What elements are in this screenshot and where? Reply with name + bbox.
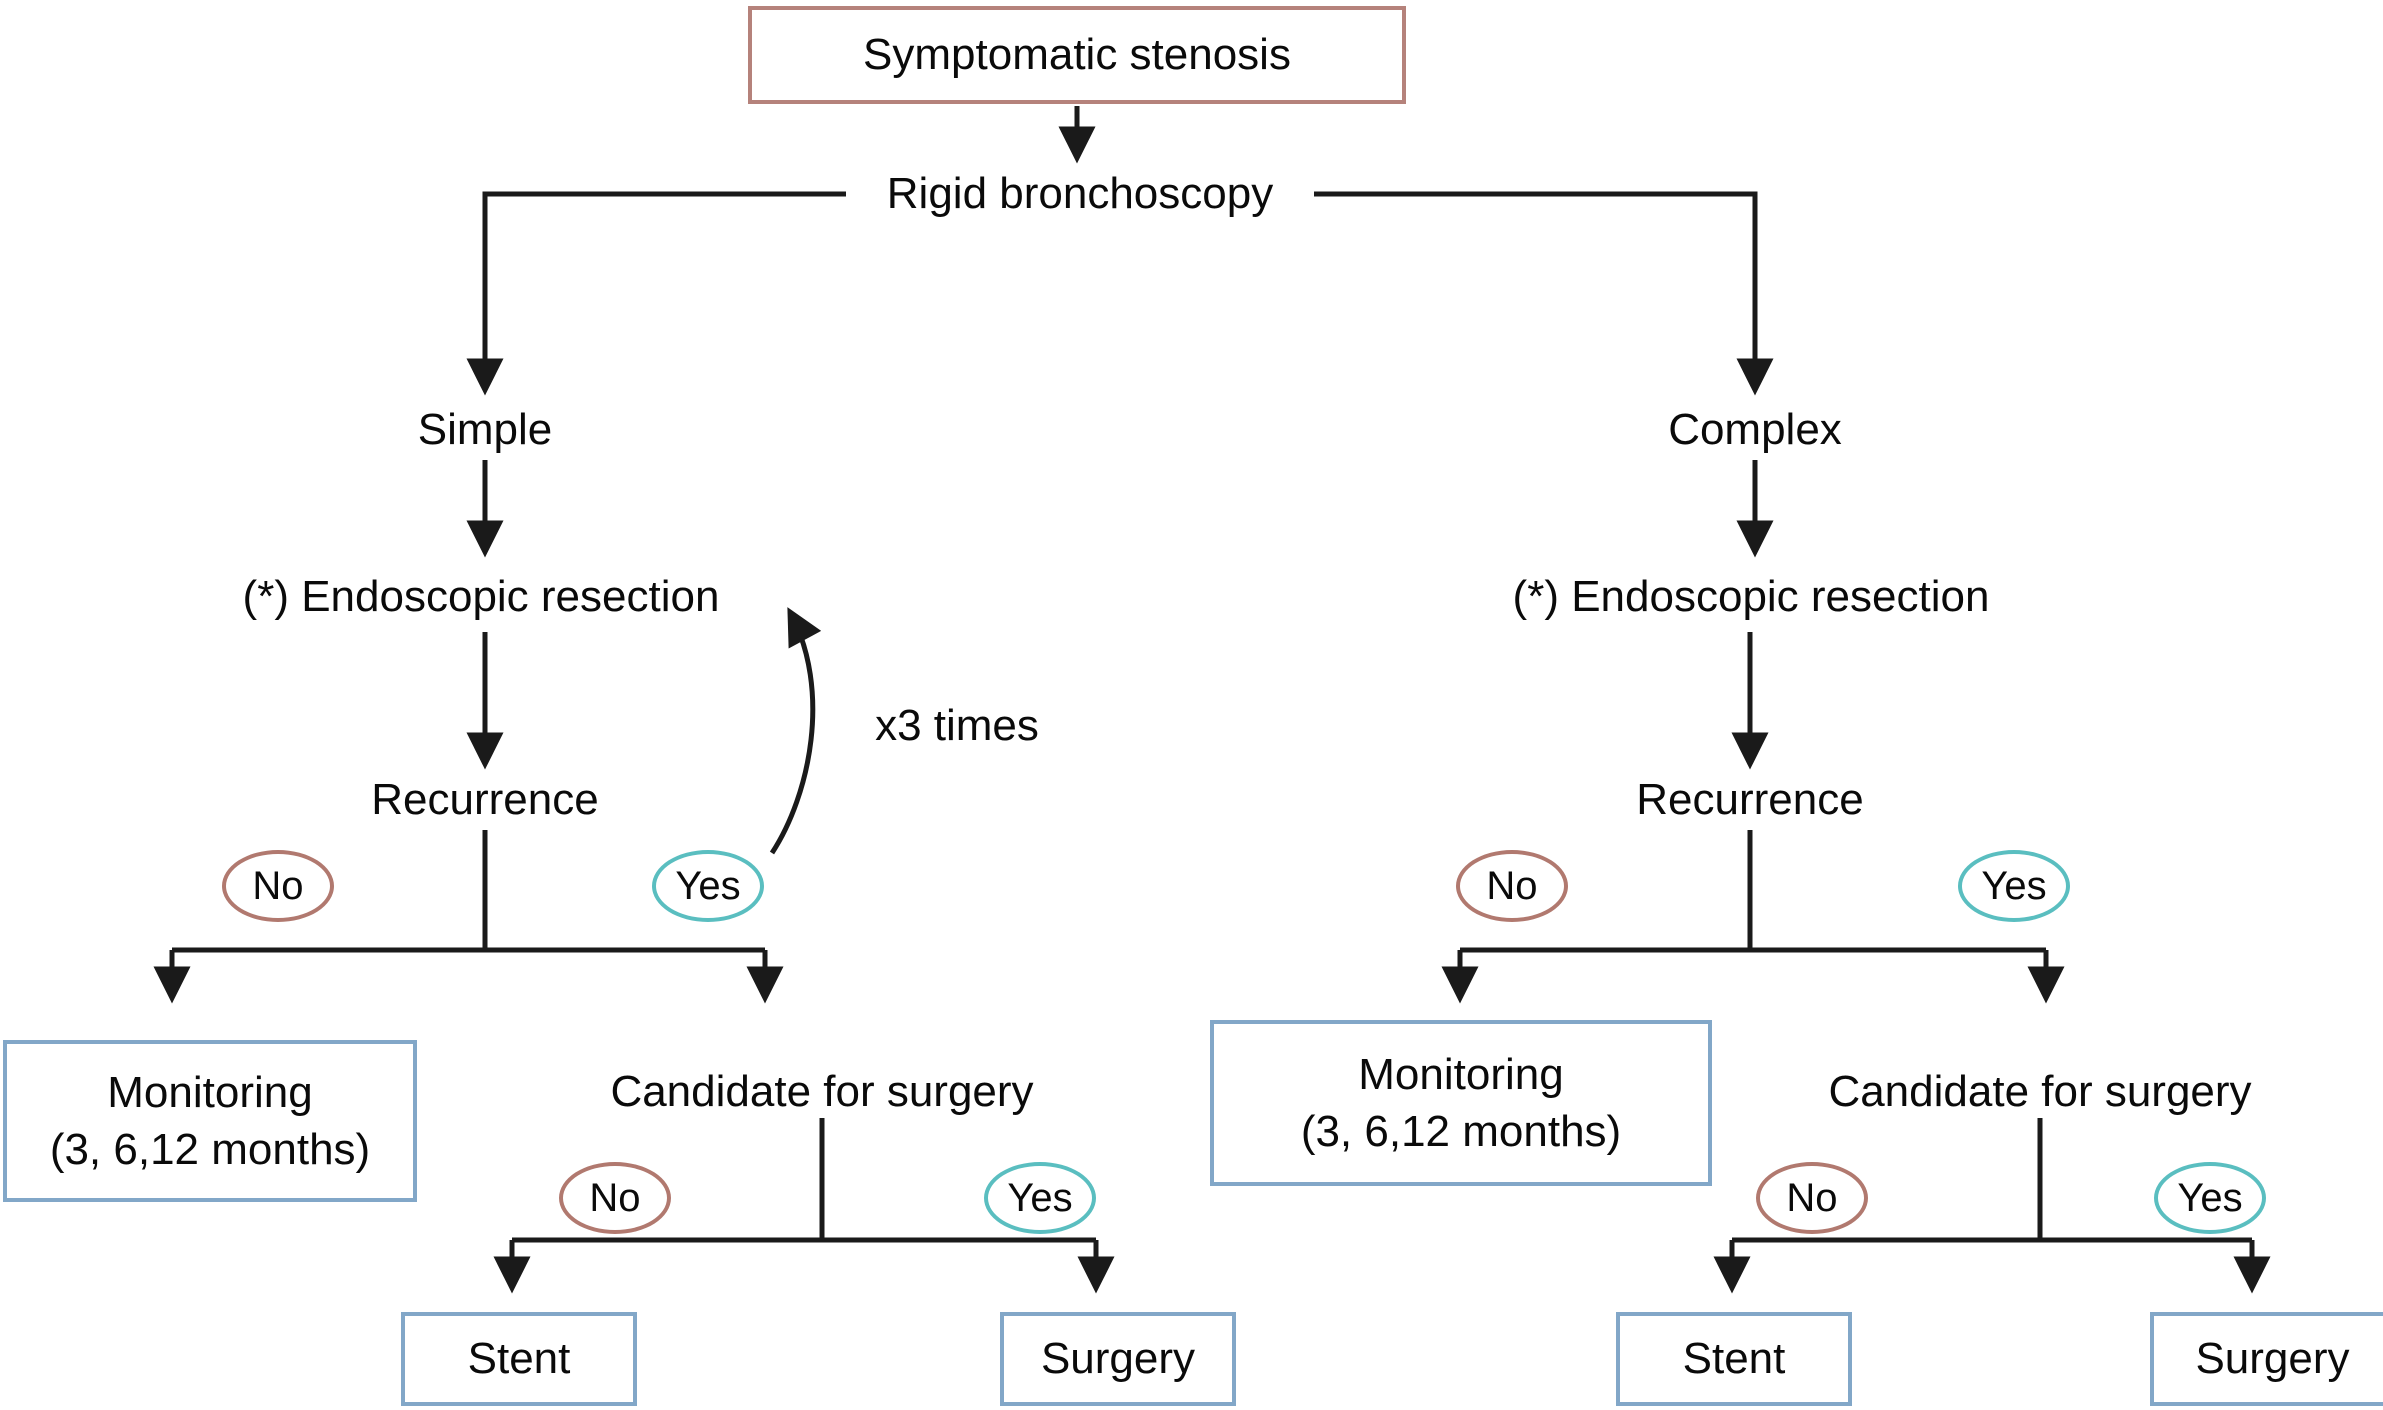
monitoring-line1-right: Monitoring [1358, 1049, 1564, 1099]
tee-recurrence-right [1460, 830, 2046, 953]
monitoring-node-right: Monitoring (3, 6,12 months) [1210, 1020, 1712, 1186]
root-label: Symptomatic stenosis [863, 30, 1291, 80]
recurrence-yes-badge-left: Yes [652, 850, 764, 922]
candidate-no-label-left: No [589, 1175, 641, 1220]
monitoring-line1-left: Monitoring [107, 1067, 313, 1117]
stent-node-left: Stent [401, 1312, 637, 1406]
recurrence-yes-label-right: Yes [1981, 863, 2047, 908]
recurrence-no-badge-left: No [222, 850, 334, 922]
candidate-label-left: Candidate for surgery [610, 1067, 1034, 1116]
tee-candidate-right [1732, 1118, 2252, 1243]
candidate-yes-badge-left: Yes [984, 1162, 1096, 1234]
recurrence-no-label-left: No [252, 863, 304, 908]
arrow-procedure-to-simple [466, 191, 846, 396]
stent-label-right: Stent [1682, 1334, 1786, 1384]
candidate-no-badge-right: No [1756, 1162, 1868, 1234]
candidate-no-label-right: No [1786, 1175, 1838, 1220]
surgery-label-right: Surgery [2195, 1334, 2350, 1384]
arrow-loop-x3-times [769, 607, 822, 855]
monitoring-line2-left: (3, 6,12 months) [49, 1125, 371, 1174]
candidate-yes-badge-right: Yes [2154, 1162, 2266, 1234]
severity-label-left: Simple [417, 405, 553, 454]
tee-recurrence-left [172, 830, 765, 953]
recurrence-no-badge-right: No [1456, 850, 1568, 922]
recurrence-yes-label-left: Yes [675, 863, 741, 908]
monitoring-node-left: Monitoring (3, 6,12 months) [3, 1040, 417, 1202]
candidate-label-right: Candidate for surgery [1828, 1067, 2252, 1116]
recurrence-yes-badge-right: Yes [1958, 850, 2070, 922]
candidate-yes-label-left: Yes [1007, 1175, 1073, 1220]
monitoring-line2-right: (3, 6,12 months) [1300, 1107, 1622, 1156]
resection-label-right: (*) Endoscopic resection [1512, 572, 1990, 621]
root-node: Symptomatic stenosis [748, 6, 1406, 104]
stent-node-right: Stent [1616, 1312, 1852, 1406]
recurrence-no-label-right: No [1486, 863, 1538, 908]
arrow-procedure-to-complex [1314, 191, 1774, 396]
surgery-label-left: Surgery [1040, 1334, 1196, 1384]
candidate-yes-label-right: Yes [2177, 1175, 2243, 1220]
surgery-node-left: Surgery [1000, 1312, 1236, 1406]
candidate-no-badge-left: No [559, 1162, 671, 1234]
tee-candidate-left [512, 1118, 1096, 1243]
severity-label-right: Complex [1668, 405, 1842, 454]
resection-label-left: (*) Endoscopic resection [242, 572, 720, 621]
procedure-label: Rigid bronchoscopy [886, 169, 1274, 218]
recurrence-label-left: Recurrence [371, 775, 599, 824]
surgery-node-right: Surgery [2150, 1312, 2383, 1406]
loop-label: x3 times [875, 701, 1039, 750]
stent-label-left: Stent [467, 1334, 571, 1384]
recurrence-label-right: Recurrence [1636, 775, 1864, 824]
